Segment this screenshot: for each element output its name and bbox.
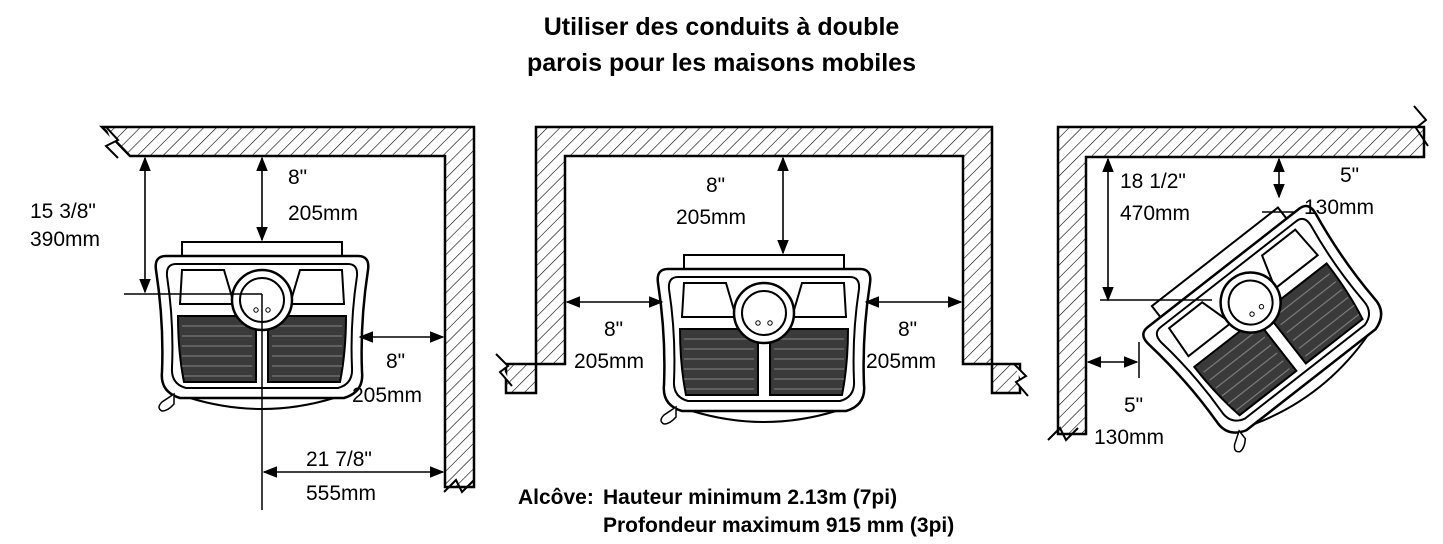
middle-right-mm: 205mm xyxy=(866,350,937,373)
right-back-in: 5" xyxy=(1340,164,1360,187)
left-wall-break-bottom xyxy=(443,478,475,494)
middle-wall-break-left xyxy=(495,353,513,387)
left-side-in: 8" xyxy=(386,350,406,373)
alcove-max-depth: Profondeur maximum 915 mm (3pi) xyxy=(603,514,955,537)
middle-left-in: 8" xyxy=(604,318,624,341)
left-center-mm: 555mm xyxy=(306,482,377,505)
right-side-mm: 130mm xyxy=(1094,426,1165,449)
middle-left-mm: 205mm xyxy=(574,350,645,373)
middle-stove xyxy=(656,253,872,426)
right-side-in: 5" xyxy=(1124,394,1144,417)
right-wall-break-bottom xyxy=(1047,426,1079,442)
left-back-in: 8" xyxy=(288,166,308,189)
diagram-title-line1: Utiliser des conduits à double xyxy=(543,13,900,41)
alcove-min-height: Hauteur minimum 2.13m (7pi) xyxy=(603,486,898,509)
left-back-mm: 205mm xyxy=(288,202,359,225)
middle-back-mm: 205mm xyxy=(676,206,747,229)
left-wall xyxy=(99,125,476,489)
middle-back-in: 8" xyxy=(706,174,726,197)
right-back-mm: 130mm xyxy=(1304,196,1375,219)
left-side-mm: 205mm xyxy=(352,384,423,407)
middle-right-in: 8" xyxy=(898,318,918,341)
left-wall-break-top xyxy=(104,126,120,159)
right-depth-mm: 470mm xyxy=(1120,202,1191,225)
diagram-title-line2: parois pour les maisons mobiles xyxy=(526,49,916,77)
left-depth-mm: 390mm xyxy=(30,228,101,251)
right-wall-break-top xyxy=(1413,105,1429,147)
alcove-label: Alcôve: xyxy=(518,486,594,509)
right-stove xyxy=(1129,190,1404,457)
middle-wall xyxy=(504,125,1022,395)
left-depth-in: 15 3/8" xyxy=(30,200,96,223)
right-depth-in: 18 1/2" xyxy=(1120,170,1186,193)
middle-wall-break-right xyxy=(1013,363,1029,397)
right-wall xyxy=(1056,125,1426,436)
left-center-in: 21 7/8" xyxy=(306,448,372,471)
